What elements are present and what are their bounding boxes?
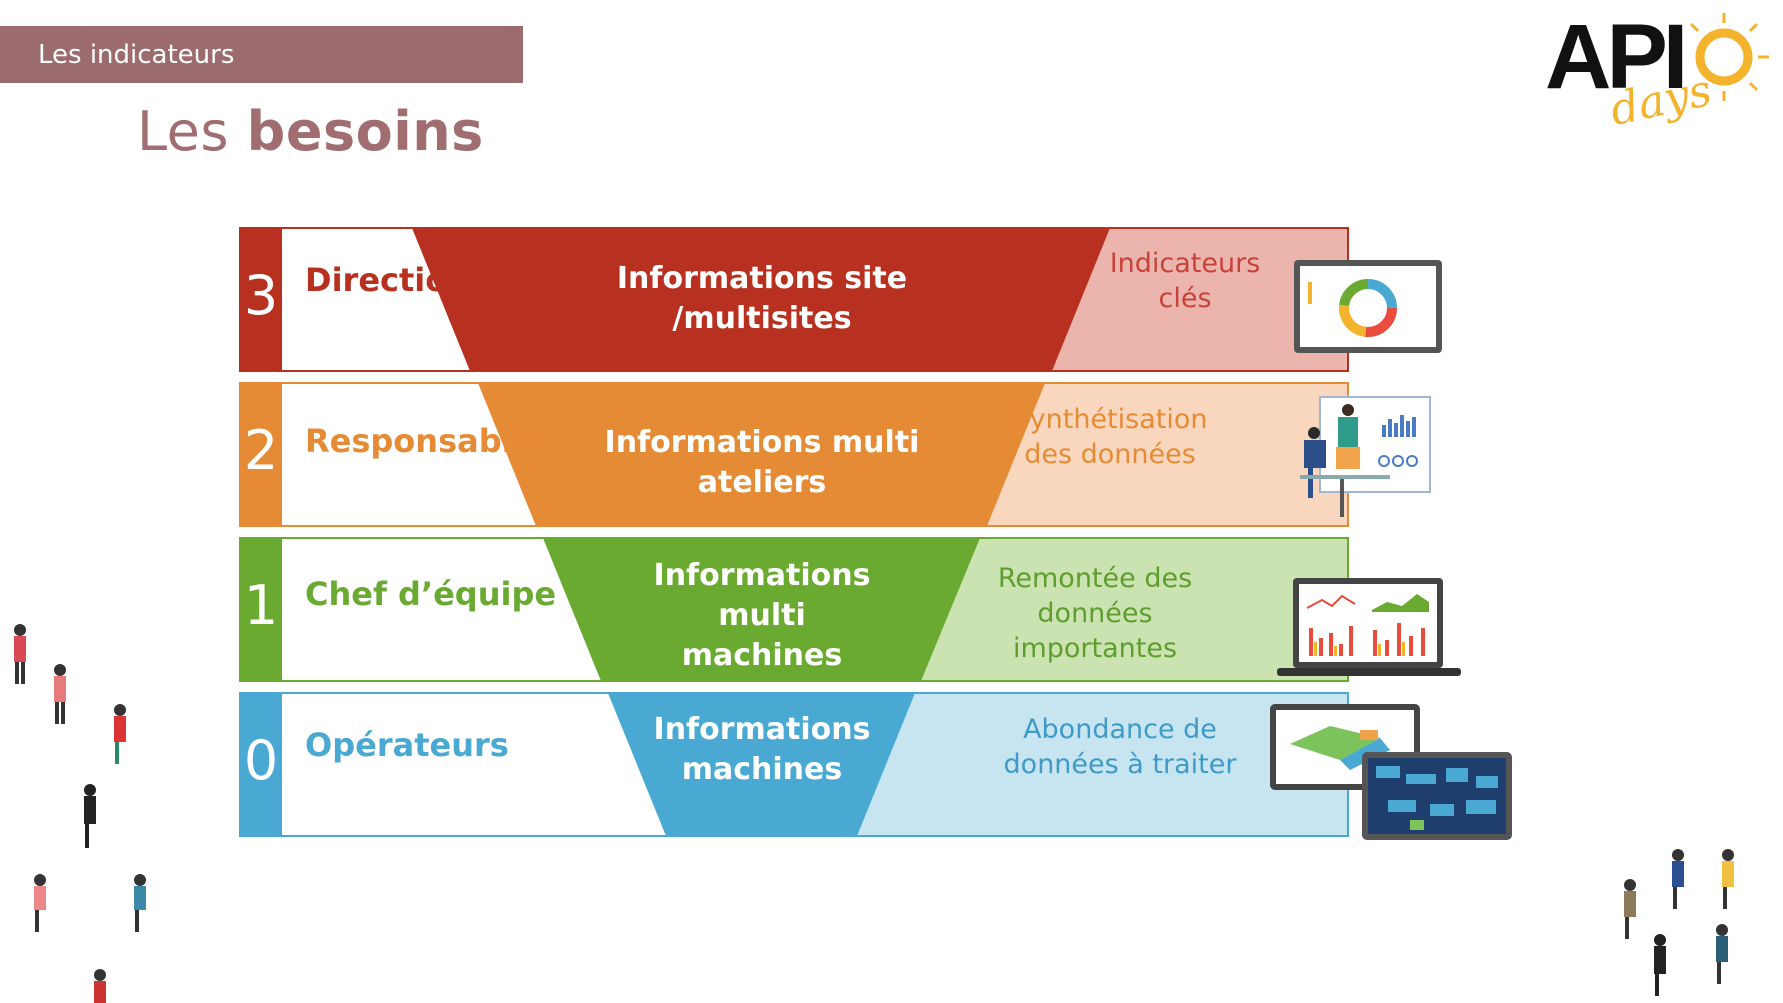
row-result-label: Abondance de données à traiter — [1003, 714, 1237, 780]
row-number: 2 — [243, 419, 279, 482]
sun-icon — [1689, 13, 1769, 101]
row-info-band — [412, 228, 1110, 371]
logo-api: API — [1545, 6, 1688, 108]
row-info-label: Informations machines — [653, 712, 871, 787]
crowd-left-illustration — [14, 624, 146, 1003]
page-title: Les besoins — [137, 100, 484, 163]
row-info-band — [543, 538, 980, 681]
row-result-label: Indicateurs clés — [1109, 248, 1261, 314]
row-number-band — [240, 693, 282, 836]
laptop-charts-icon — [1277, 578, 1461, 676]
row-result-label: Remontée des données importantes — [997, 563, 1193, 664]
pyramid-row-2 — [239, 382, 1349, 527]
row-role-label: Responsable — [305, 422, 535, 460]
row-number: 3 — [243, 264, 279, 327]
row-number: 0 — [243, 729, 279, 792]
row-info-band — [478, 383, 1045, 526]
row-result-label: Synthétisation des données — [1012, 404, 1208, 470]
row-info-band — [608, 693, 915, 836]
analysts-dashboard-icon — [1300, 396, 1431, 517]
row-role-label: Chef d’équipe — [305, 575, 557, 613]
tablets-maps-icon — [1270, 704, 1512, 840]
row-role-label: Direction — [305, 261, 471, 299]
pyramid-row-1 — [239, 537, 1349, 682]
apidays-logo: API days — [1540, 5, 1780, 155]
row-info-label: Informations multi ateliers — [604, 425, 920, 500]
row-role-label: Opérateurs — [305, 726, 509, 764]
row-role-band — [240, 383, 536, 526]
row-role-band — [240, 538, 601, 681]
pyramid-row-0 — [239, 692, 1349, 837]
row-role-band — [240, 228, 470, 371]
row-info-label: Informations site /multisites — [616, 261, 908, 336]
row-info-label: Informations multi machines — [653, 558, 871, 673]
section-tab: Les indicateurs — [0, 26, 523, 83]
row-number-band — [240, 383, 282, 526]
tablet-donut-icon — [1294, 260, 1442, 353]
row-role-band — [240, 693, 666, 836]
row-number: 1 — [243, 574, 279, 637]
pyramid-row-3 — [239, 227, 1349, 372]
crowd-right-illustration — [1624, 849, 1734, 996]
row-number-band — [240, 538, 282, 681]
row-number-band — [240, 228, 282, 371]
